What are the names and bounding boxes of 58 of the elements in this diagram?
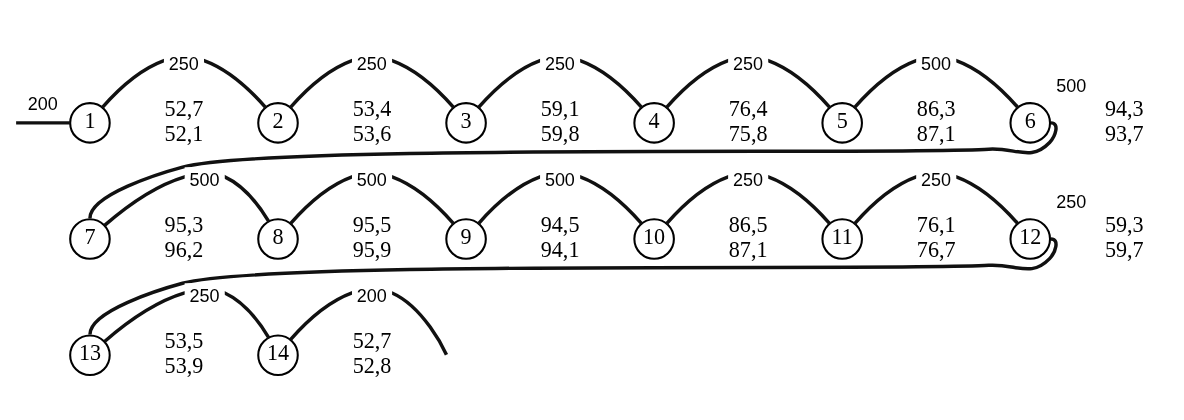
- node-label: 75,8: [728, 120, 768, 146]
- node-circle: 7: [69, 218, 111, 260]
- node-label: 59,7: [1104, 236, 1144, 262]
- node-label: 86,3: [916, 95, 956, 121]
- node-label: 52,1: [164, 120, 204, 146]
- edge-label: 500: [1056, 75, 1087, 96]
- node-circle: 13: [69, 334, 111, 376]
- node-label: 95,5: [352, 211, 392, 237]
- node-label: 94,1: [540, 236, 580, 262]
- node-label: 53,6: [352, 120, 392, 146]
- node-label: 52,7: [352, 328, 392, 353]
- node-circle: 9: [445, 218, 487, 260]
- node-label: 76,1: [916, 211, 956, 237]
- node-label: 59,3: [1104, 211, 1144, 237]
- edge-label: 250: [356, 53, 387, 74]
- node-circle: 2: [257, 102, 299, 144]
- node-label: 52,7: [164, 95, 204, 121]
- node-circle: 1: [69, 102, 111, 144]
- node-circle: 3: [445, 102, 487, 144]
- node-label: 94,3: [1104, 95, 1144, 121]
- node-label: 59,1: [540, 95, 580, 121]
- node-label: 94,5: [540, 211, 580, 237]
- node-label: 87,1: [728, 236, 768, 262]
- edge-label: 250: [732, 169, 763, 190]
- node-circle: 14: [257, 334, 299, 376]
- node-label: 93,7: [1104, 120, 1144, 146]
- node-label: 52,8: [352, 352, 392, 378]
- edge-label: 500: [356, 169, 387, 190]
- edge-label: 250: [189, 285, 220, 306]
- edge-label: 500: [189, 169, 220, 190]
- edge-label: 250: [1056, 191, 1087, 212]
- node-label: 76,4: [728, 95, 768, 121]
- node-circle: 11: [821, 218, 863, 260]
- node-label: 87,1: [916, 120, 956, 146]
- node-label: 95,3: [164, 211, 204, 237]
- node-label: 53,4: [352, 95, 392, 121]
- node-circle: 4: [633, 102, 675, 144]
- node-label: 86,5: [728, 211, 768, 237]
- edge-label: 250: [544, 53, 575, 74]
- node-circle: 10: [633, 218, 675, 260]
- edge-label: 250: [921, 169, 951, 190]
- node-circle: 8: [257, 218, 299, 260]
- node-circle: 5: [821, 102, 863, 144]
- node-circle: 6: [1009, 102, 1052, 144]
- edge-label: 500: [544, 169, 575, 190]
- edge-label: 200: [27, 93, 58, 114]
- node-label: 95,9: [352, 236, 392, 262]
- edge-label: 250: [168, 53, 199, 74]
- node-circle: 12: [1009, 218, 1052, 260]
- connector: [16, 121, 71, 125]
- edge-label: 500: [921, 53, 951, 74]
- edge-label: 200: [356, 285, 387, 306]
- node-label: 53,9: [164, 352, 204, 378]
- node-label: 53,5: [164, 328, 204, 353]
- node-label: 76,7: [916, 236, 956, 262]
- node-label: 59,8: [540, 120, 580, 146]
- node-label: 96,2: [164, 236, 204, 262]
- edge-label: 250: [732, 53, 763, 74]
